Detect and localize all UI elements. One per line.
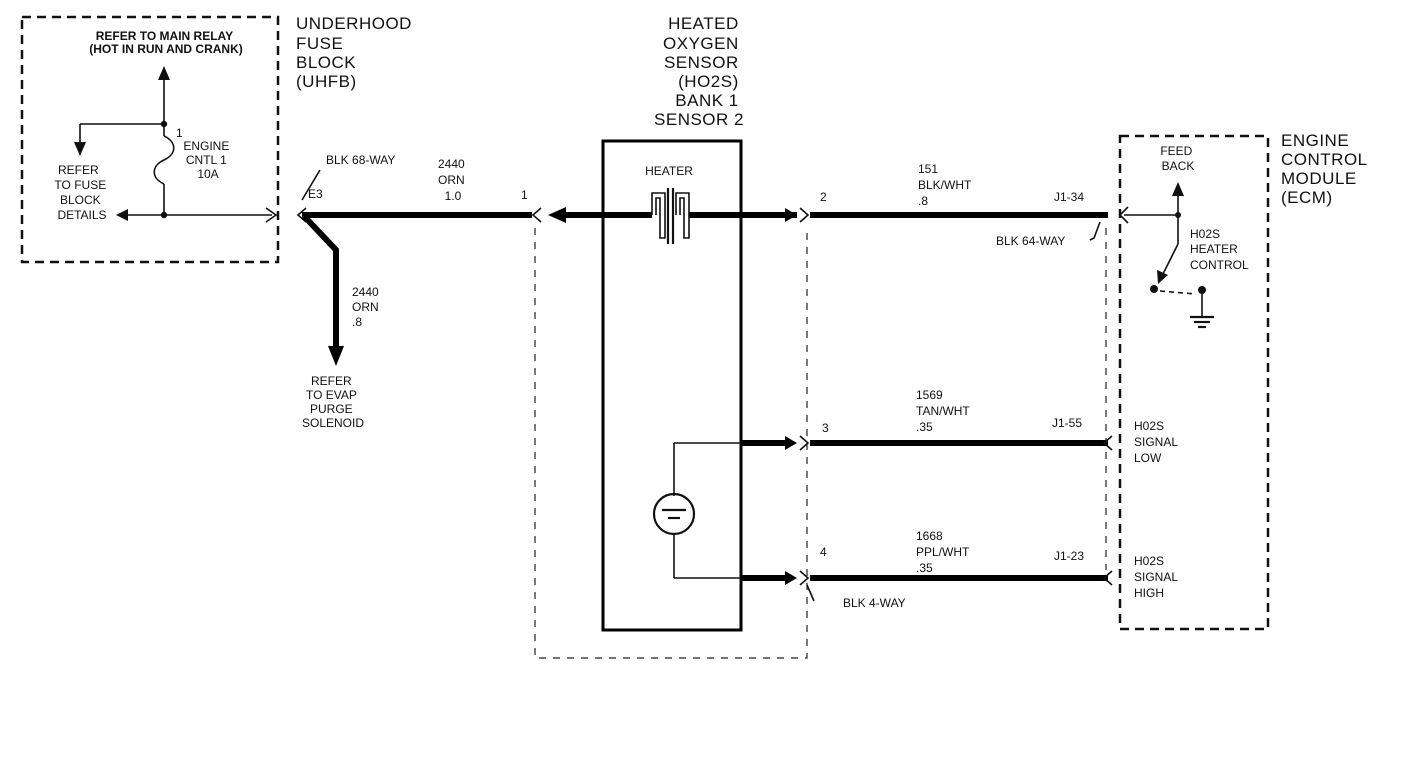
ecm-title: ENGINE CONTROL MODULE (ECM) — [1281, 131, 1372, 207]
pin3-label: 3 — [822, 421, 829, 435]
blk4-leader — [806, 584, 815, 602]
sensor-title: HEATED OXYGEN SENSOR (HO2S) BANK 1 SENSO… — [654, 14, 744, 129]
pin1-label: 1 — [521, 188, 528, 202]
wire-2440-branch — [301, 213, 339, 350]
blk-64-way-label: BLK 64-WAY — [996, 234, 1065, 248]
evap-label: REFER TO EVAP PURGE SOLENOID — [302, 374, 364, 430]
evap-arrow — [328, 346, 344, 366]
pin4-chevron — [799, 570, 810, 586]
e3-label: E3 — [308, 187, 323, 201]
j1-23-label: J1-23 — [1054, 549, 1084, 563]
pin2-label: 2 — [820, 190, 827, 204]
main-relay-label: REFER TO MAIN RELAY (HOT IN RUN AND CRAN… — [89, 29, 243, 56]
j1-34-label: J1-34 — [1054, 190, 1084, 204]
ecm-pin-j134 — [1118, 206, 1129, 224]
ecm-pin-j123 — [1102, 570, 1113, 586]
fuse-circuit — [74, 66, 278, 223]
blk64-leader — [1089, 221, 1101, 241]
ecm-pin-j155 — [1102, 435, 1113, 451]
pin3-chevron — [799, 435, 810, 451]
blk-68-way-label: BLK 68-WAY — [326, 153, 395, 167]
heater-control-label: H02S HEATER CONTROL — [1190, 227, 1249, 272]
wire-1569-label: 1569 TAN/WHT .35 — [916, 388, 973, 434]
wire-2440-branch-label: 2440 ORN .8 — [352, 285, 382, 329]
signal-low-label: H02S SIGNAL LOW — [1134, 419, 1181, 465]
pin1-connector — [531, 207, 542, 223]
uhfb-title: UNDERHOOD FUSE BLOCK (UHFB) — [296, 14, 417, 91]
wire-151-label: 151 BLK/WHT .8 — [918, 162, 974, 208]
fuse-block-details-label: REFER TO FUSE BLOCK DETAILS — [54, 163, 109, 222]
pin2-chevron — [799, 207, 810, 223]
blk-4-way-label: BLK 4-WAY — [843, 596, 906, 610]
uhfb-boundary — [20, 15, 280, 264]
j1-55-label: J1-55 — [1052, 416, 1082, 430]
heater-element — [548, 188, 785, 244]
fuse-pin: 1 — [176, 126, 183, 140]
wire-1668-label: 1668 PPL/WHT .35 — [916, 529, 972, 575]
sensor-body — [601, 139, 743, 632]
feedback-label: FEED BACK — [1160, 144, 1195, 173]
heater-label: HEATER — [645, 164, 693, 178]
sensing-element — [652, 436, 797, 585]
wire-2440-main-label: 2440 ORN 1.0 — [438, 157, 468, 203]
signal-high-label: H02S SIGNAL HIGH — [1134, 554, 1181, 600]
fuse-label: ENGINE CNTL 1 10A — [183, 139, 232, 181]
pin4-label: 4 — [820, 545, 827, 559]
heater-control-switch — [1124, 182, 1214, 329]
ecm-boundary — [1118, 134, 1270, 631]
